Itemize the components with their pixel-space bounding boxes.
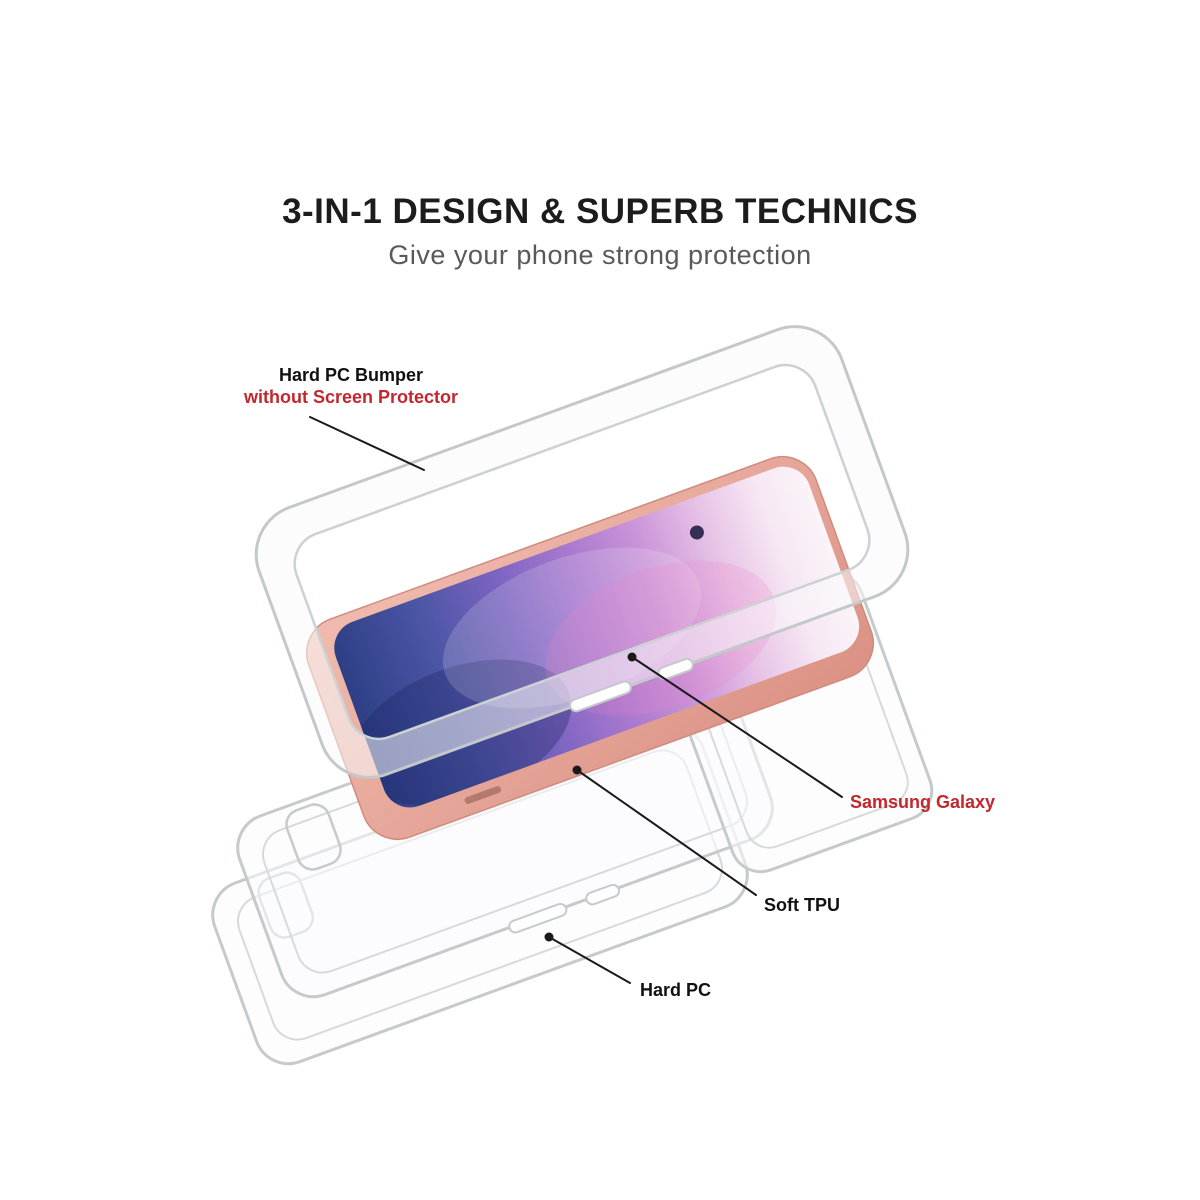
callout-bumper-line1: Hard PC Bumper (278, 365, 424, 385)
tpu-button-nub (508, 903, 568, 934)
bumper-button-nub (569, 680, 632, 713)
page-subtitle: Give your phone strong protection (388, 240, 812, 270)
tpu-camera-cutout (285, 803, 342, 871)
leader-line-pc (548, 936, 631, 984)
callout-samsung-galaxy: Samsung Galaxy (850, 792, 996, 812)
header: 3-IN-1 DESIGN & SUPERB TECHNICS Give you… (0, 192, 1200, 271)
leader-line-samsung (631, 656, 843, 798)
phone-bottom-logo (464, 786, 502, 804)
callout-soft-tpu: Soft TPU (764, 895, 840, 915)
leader-dots (544, 652, 637, 942)
leader-lines (309, 416, 843, 984)
callout-bumper-line2: without Screen Protector (243, 387, 459, 407)
leader-line-tpu (576, 769, 757, 896)
leader-dot-tpu (572, 765, 582, 775)
leader-dot-samsung (627, 652, 637, 662)
leader-line-bumper (309, 416, 425, 471)
page-title: 3-IN-1 DESIGN & SUPERB TECHNICS (282, 192, 918, 231)
callout-hard-pc: Hard PC (640, 980, 712, 1000)
tpu-button-nub (585, 883, 621, 906)
leader-dot-pc (544, 932, 554, 942)
callout-bumper: Hard PC Bumper without Screen Protector (238, 364, 464, 408)
punch-hole-camera (689, 525, 704, 540)
hard-pc-bumper-frame (254, 325, 910, 779)
